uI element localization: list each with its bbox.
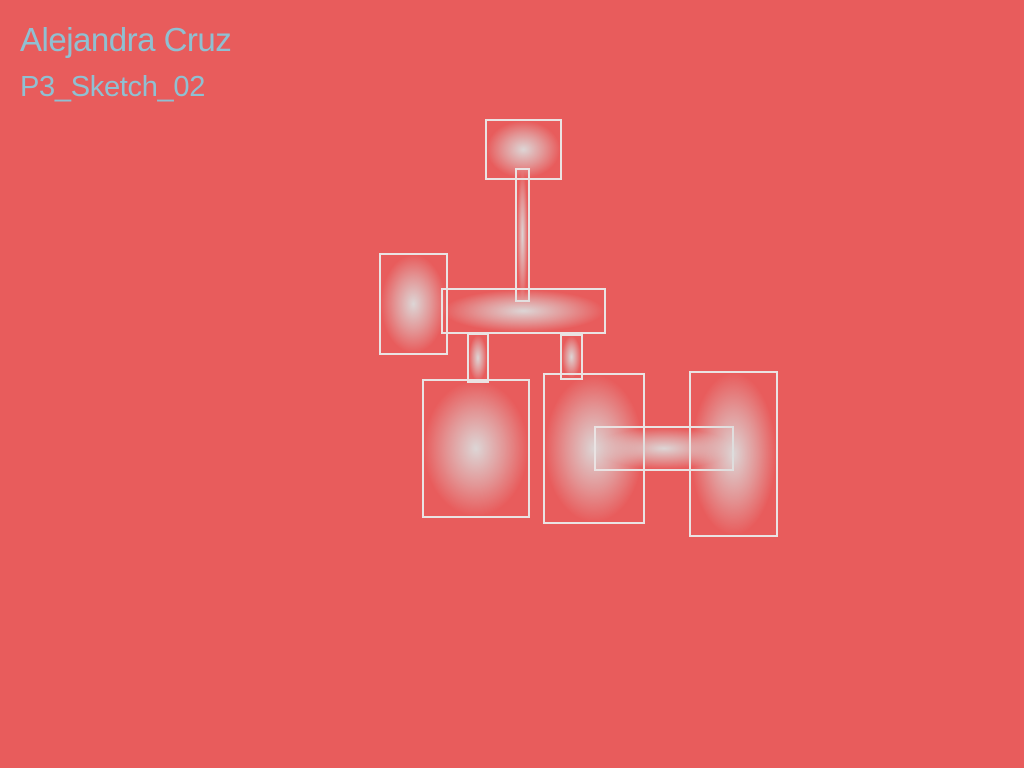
left-block	[379, 253, 448, 355]
sketch-title: P3_Sketch_02	[20, 71, 206, 103]
lower-left-block	[422, 379, 530, 518]
vertical-connector	[515, 168, 530, 302]
left-leg-connector	[467, 333, 489, 383]
lower-right-block	[689, 371, 778, 537]
central-bar	[441, 288, 606, 334]
author-name: Alejandra Cruz	[20, 21, 232, 58]
